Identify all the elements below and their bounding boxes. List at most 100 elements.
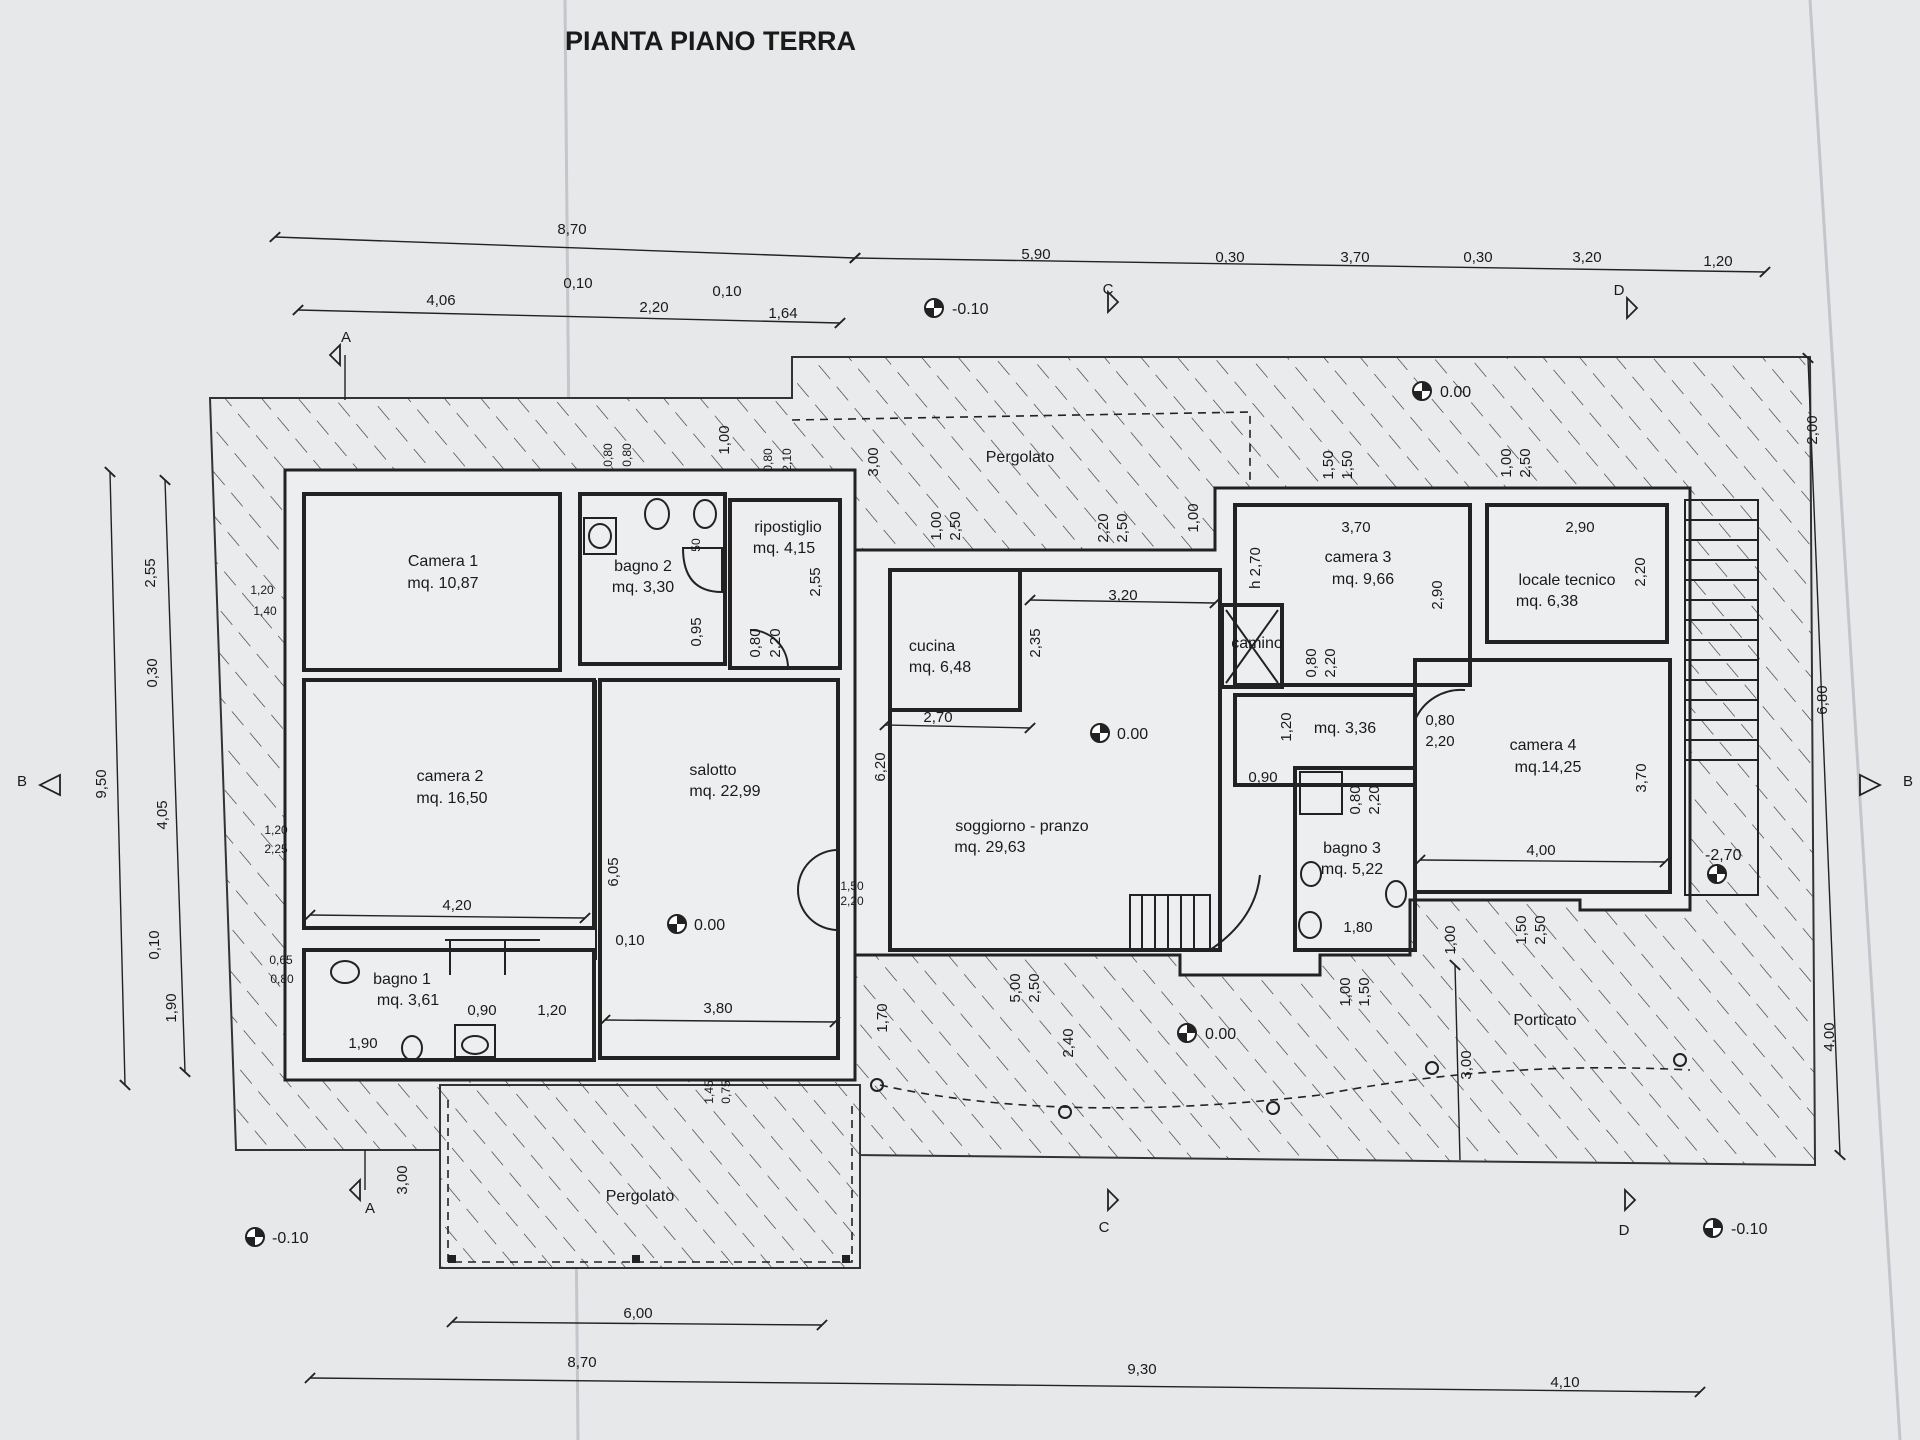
- dim-text: 1,20: [537, 1002, 566, 1019]
- level-l4: 0.00: [694, 917, 725, 934]
- dim-text: 0,10: [563, 275, 592, 292]
- room-salotto-area: mq. 22,99: [689, 783, 760, 800]
- dim-text: 3,70: [1341, 519, 1370, 536]
- level-marker-icon: [1090, 723, 1110, 743]
- section-b-left: B: [17, 773, 27, 790]
- dim-text: 1,50: [1356, 977, 1373, 1006]
- bagno2-walls: [578, 492, 727, 666]
- dim-text: 2,50: [1532, 915, 1549, 944]
- dim-text: 0,95: [688, 617, 705, 646]
- dim-text: 2,20: [1095, 513, 1112, 542]
- room-bagno3-area: mq. 5,22: [1321, 861, 1383, 878]
- door-ripostiglio: [749, 629, 789, 669]
- room-bagno3-name: bagno 3: [1323, 840, 1381, 857]
- level-l6: -2,70: [1705, 847, 1742, 864]
- room-camera2-area: mq. 16,50: [416, 790, 487, 807]
- dim-text: 8,70: [567, 1354, 596, 1371]
- room-soggiorno-area: mq. 29,63: [954, 839, 1025, 856]
- room-bagno2-name: bagno 2: [614, 558, 672, 575]
- room-camera3-area: mq. 9,66: [1332, 571, 1394, 588]
- porticato-label: Porticato: [1513, 1012, 1576, 1029]
- room-soggiorno-name: soggiorno - pranzo: [955, 818, 1089, 835]
- door-camera4: [1414, 688, 1466, 721]
- dim-text: 4,00: [1526, 842, 1555, 859]
- dim-text: 6,80: [1814, 685, 1831, 714]
- dim-text: 0,10: [712, 283, 741, 300]
- dim-text: 2,25: [264, 842, 288, 856]
- dim-text: 2,20: [1366, 785, 1383, 814]
- dim-text: 1,45: [702, 1080, 716, 1104]
- dim-text: 0,80: [601, 443, 615, 467]
- dim-text: 1,50: [1320, 450, 1337, 479]
- dim-text: 2,50: [1517, 448, 1534, 477]
- dim-text: 1,64: [768, 305, 797, 322]
- dim-text: 2,20: [1632, 557, 1649, 586]
- dim-text: 1,20: [250, 583, 274, 597]
- dim-text: 3,00: [1458, 1050, 1475, 1079]
- room-camera1-name: Camera 1: [408, 553, 478, 570]
- dim-text: 1,00: [1498, 448, 1515, 477]
- dim-text: 1,00: [1185, 503, 1202, 532]
- dim-text: 1,00: [1442, 925, 1459, 954]
- pergolato-bottom-label: Pergolato: [606, 1188, 675, 1205]
- camino-cross-2: [1225, 609, 1279, 684]
- dim-text: 3,80: [703, 1000, 732, 1017]
- dim-text: 6,20: [872, 752, 889, 781]
- section-arrow-icon: [37, 289, 1883, 1213]
- pergolato-bottom-outline: [447, 1100, 853, 1263]
- dim-text: 0,80: [1347, 785, 1364, 814]
- dim-text: 0,30: [144, 658, 161, 687]
- dim-text: 4,06: [426, 292, 455, 309]
- bidet-bagno1: [401, 1035, 423, 1061]
- dim-text: 4,20: [442, 897, 471, 914]
- dim-text: 6,05: [605, 857, 622, 886]
- section-a-bottom: A: [365, 1200, 375, 1217]
- level-marker-icon: [1412, 381, 1432, 401]
- room-camino-name: camino: [1231, 635, 1283, 652]
- dim-text: 0,90: [467, 1002, 496, 1019]
- dim-text: 2,50: [1114, 513, 1131, 542]
- sink-bagno3: [1385, 880, 1407, 908]
- level-marker-icon: [924, 298, 944, 318]
- section-c-bottom: C: [1099, 1219, 1110, 1236]
- room-cucina-area: mq. 6,48: [909, 659, 971, 676]
- room-locale-name: locale tecnico: [1519, 572, 1616, 589]
- external-stairs: [1684, 499, 1759, 896]
- dim-text: 0,80: [1425, 712, 1454, 729]
- section-a-top: A: [341, 329, 351, 346]
- level-l2: 0.00: [1440, 384, 1471, 401]
- dim-text: 1,50: [1513, 915, 1530, 944]
- dim-text: 0,80: [747, 628, 764, 657]
- building-left-block: [283, 468, 857, 1082]
- dim-text: 2,55: [807, 567, 824, 596]
- shower-bagno2: [681, 547, 723, 594]
- dim-text: 0,30: [1215, 249, 1244, 266]
- sink-bagno1: [454, 1024, 496, 1058]
- dim-text: 1,40: [253, 604, 277, 618]
- section-d-bottom: D: [1619, 1222, 1630, 1239]
- dim-text: 0,65: [269, 953, 293, 967]
- room-cucina-name: cucina: [909, 638, 955, 655]
- dim-text: 1,00: [928, 511, 945, 540]
- toilet-bagno1: [330, 960, 360, 984]
- room-camera2-name: camera 2: [417, 768, 484, 785]
- dim-text: 4,10: [1550, 1374, 1579, 1391]
- level-l3: 0.00: [1117, 726, 1148, 743]
- room-ripostiglio-name: ripostiglio: [754, 519, 822, 536]
- dim-text: 1,00: [716, 425, 733, 454]
- porticato-outline: [879, 1067, 1691, 1109]
- dim-text: 2,50: [947, 511, 964, 540]
- dim-text: 1,20: [1278, 712, 1295, 741]
- building-right-block: [853, 486, 1692, 977]
- ripostiglio-walls: [728, 498, 842, 670]
- dim-text: 2,10: [780, 448, 794, 472]
- dimension-labels: 8,70 5,90 0,30 3,70 0,30 3,20 1,20 4,06 …: [93, 221, 1838, 1391]
- room-camera1-area: mq. 10,87: [407, 575, 478, 592]
- dim-text: 3,20: [1108, 587, 1137, 604]
- level-marker-icon: [1177, 1023, 1197, 1043]
- dim-text: 3,70: [1633, 763, 1650, 792]
- salotto-walls: [598, 678, 840, 1060]
- camera1-walls: [302, 492, 562, 672]
- dim-text: 2,35: [1027, 628, 1044, 657]
